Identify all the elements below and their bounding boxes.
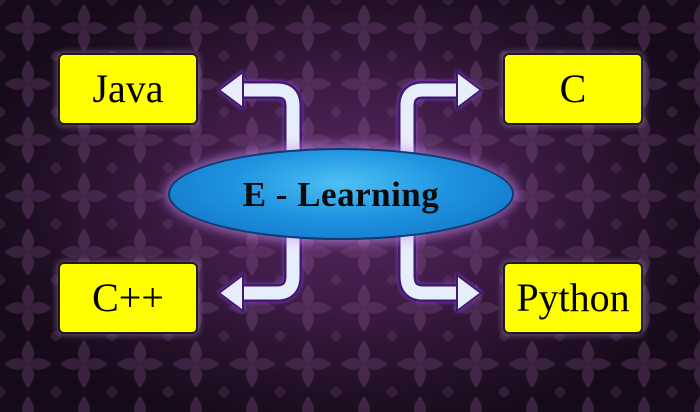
node-java: Java	[58, 53, 198, 125]
node-cpp-label: C++	[92, 278, 164, 318]
node-python: Python	[503, 262, 643, 334]
node-c-label: C	[560, 69, 587, 109]
arrow-to-java	[219, 72, 293, 158]
arrow-to-cpp	[219, 232, 293, 311]
node-cpp: C++	[58, 262, 198, 334]
node-c: C	[503, 53, 643, 125]
center-hub-e-learning: E - Learning	[168, 148, 514, 240]
center-hub-label: E - Learning	[243, 177, 440, 212]
node-python-label: Python	[516, 278, 629, 318]
arrow-to-python	[407, 232, 481, 311]
node-java-label: Java	[92, 69, 163, 109]
arrow-to-c	[407, 72, 481, 158]
